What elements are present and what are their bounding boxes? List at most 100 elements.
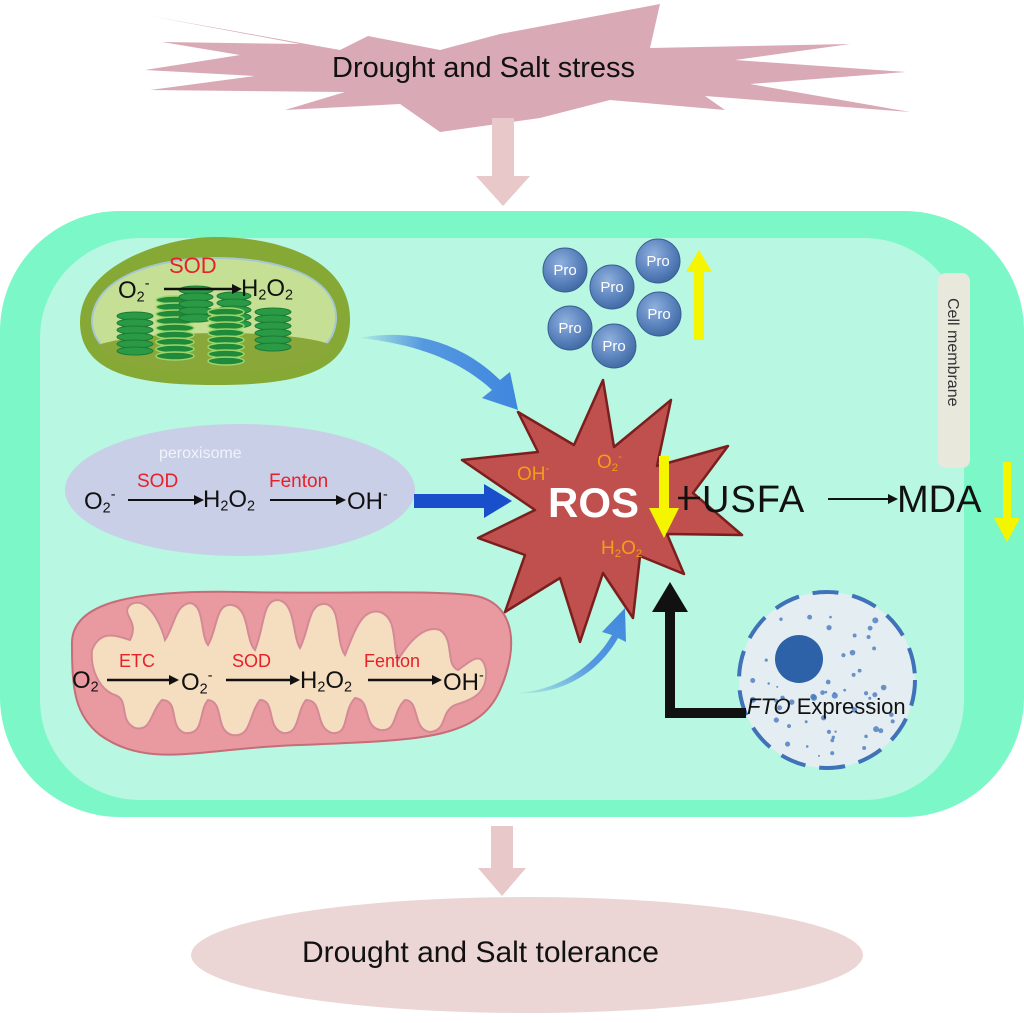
mito-superoxide: O2- xyxy=(181,668,213,698)
nucleus-speckle xyxy=(863,691,869,696)
fto-expression-label: FTO Expression xyxy=(747,694,906,719)
nucleus-speckle xyxy=(878,728,884,734)
nucleus-speckle xyxy=(852,633,857,638)
usfa-inhibits-ros xyxy=(678,486,700,510)
proline-label: Pro xyxy=(602,338,625,355)
nucleus-speckle xyxy=(780,695,785,700)
mito-enzyme-fenton: Fenton xyxy=(364,651,421,671)
nucleus-speckle xyxy=(868,696,872,700)
nucleus-speckle xyxy=(880,684,887,691)
nucleus-speckle xyxy=(785,741,791,747)
thylakoid-stack xyxy=(254,307,292,352)
thylakoid-stacks xyxy=(116,285,292,366)
proline-label: Pro xyxy=(553,262,576,279)
proline-label: Pro xyxy=(558,320,581,337)
nucleus-speckle xyxy=(789,699,795,705)
nucleus-speckle xyxy=(787,724,791,729)
nucleus-speckle xyxy=(826,625,832,631)
peroxisome-to-ros-arrow xyxy=(414,484,512,518)
nucleus-speckle xyxy=(873,726,880,733)
mito-enzyme-etc: ETC xyxy=(119,651,155,671)
nucleus-speckle xyxy=(807,614,813,620)
peroxisome-hydroxyl: OH- xyxy=(347,487,388,516)
nucleus-speckle xyxy=(804,720,808,724)
nucleus-speckle xyxy=(774,698,779,703)
cell-membrane-tag xyxy=(938,273,970,468)
peroxisome xyxy=(65,424,415,556)
nucleus-speckle xyxy=(867,625,873,631)
mda-label: MDA xyxy=(897,479,982,521)
chloroplast-reaction-arrow xyxy=(164,284,242,294)
stress-label: Drought and Salt stress xyxy=(332,52,636,84)
peroxisome-superoxide: O2- xyxy=(84,487,116,517)
nucleus-speckle xyxy=(831,692,838,699)
tolerance-label: Drought and Salt tolerance xyxy=(302,936,659,969)
nucleus-speckle xyxy=(824,690,828,694)
proline-molecule: Pro xyxy=(589,264,635,310)
nucleus-speckle xyxy=(825,679,831,685)
ros-species-hydroxyl: OH- xyxy=(517,463,550,485)
thylakoid-stack xyxy=(116,311,154,356)
mito-enzyme-sod: SOD xyxy=(232,651,272,671)
proline-molecule: Pro xyxy=(635,238,681,284)
nucleus-speckle xyxy=(749,696,756,703)
ros-species-h2o2: H2O2 xyxy=(601,538,643,560)
nucleus-speckle xyxy=(776,685,779,688)
nucleus-speckle xyxy=(862,745,867,750)
nucleus-speckle xyxy=(872,692,878,698)
nucleus-speckle xyxy=(843,688,847,692)
nucleus-speckle xyxy=(826,729,832,735)
mito-hydroxyl: OH- xyxy=(443,668,484,697)
proline-molecule: Pro xyxy=(547,305,593,351)
chloroplast-to-ros-arrow xyxy=(360,334,518,410)
nucleus-speckle xyxy=(776,705,783,711)
peroxisome-arrow-2 xyxy=(270,495,346,505)
peroxisome-arrow-1 xyxy=(128,495,204,505)
nucleus-speckle xyxy=(805,745,809,748)
proline-molecule: Pro xyxy=(591,323,637,369)
nucleus-speckle xyxy=(857,668,862,673)
tolerance-ellipse xyxy=(191,897,863,1013)
proline-molecule: Pro xyxy=(542,247,588,293)
proline-up-arrow xyxy=(686,250,712,340)
peroxisome-enzyme-sod: SOD xyxy=(137,471,179,492)
nucleus-speckle xyxy=(830,738,835,743)
nucleus-speckle xyxy=(821,715,827,721)
usfa-to-mda-arrow xyxy=(828,494,898,504)
thylakoid-stack xyxy=(207,307,245,366)
nucleus-speckle xyxy=(833,691,836,695)
mito-arrow-2 xyxy=(226,675,300,685)
nucleus-speckle xyxy=(889,712,894,717)
mito-arrow-3 xyxy=(368,675,442,685)
nucleus-speckle xyxy=(866,634,871,640)
stress-burst xyxy=(145,4,910,132)
nucleus-speckle xyxy=(773,717,779,723)
nucleus-speckle xyxy=(890,719,895,724)
peroxisome-enzyme-fenton: Fenton xyxy=(269,471,329,492)
usfa-label: USFA xyxy=(702,479,806,521)
proline-label: Pro xyxy=(646,253,669,270)
nucleus-speckle xyxy=(829,615,832,619)
cell-membrane-label: Cell membrane xyxy=(944,298,961,407)
nucleus-speckle xyxy=(868,704,871,707)
chloroplast-product: H2O2 xyxy=(241,275,294,304)
chloroplast-enzyme-sod: SOD xyxy=(169,253,217,278)
peroxisome-label: peroxisome xyxy=(159,445,242,462)
nucleus-speckle xyxy=(820,690,825,695)
nucleus-speckle xyxy=(817,754,821,757)
nucleus xyxy=(737,590,917,770)
mda-down-arrow xyxy=(994,462,1020,542)
mito-oxygen: O2 xyxy=(72,667,99,696)
proline-molecule: Pro xyxy=(636,291,682,337)
chloroplast-reactant: O2- xyxy=(118,276,150,306)
nucleus-speckle xyxy=(810,693,817,700)
nucleus-speckle xyxy=(764,658,768,662)
ros-species-superoxide: O2- xyxy=(597,451,622,474)
nucleus-speckle xyxy=(841,653,846,658)
ros-label: ROS xyxy=(548,479,640,526)
mito-arrow-1 xyxy=(107,675,179,685)
mito-h2o2: H2O2 xyxy=(300,667,353,696)
nucleus-speckle xyxy=(872,617,879,624)
mitochondrion-to-ros-arrow xyxy=(518,608,626,694)
